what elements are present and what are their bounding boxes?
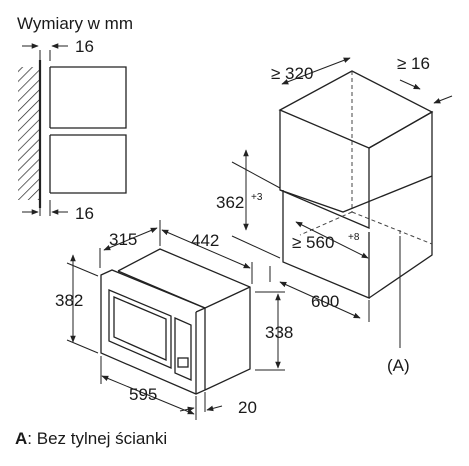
front-width-arrow xyxy=(101,375,195,415)
svg-text:A: Bez tylnej ścianki: A: Bez tylnej ścianki xyxy=(15,429,167,448)
front-depth-label: 20 xyxy=(238,398,257,417)
oven-body-width-arrow xyxy=(161,229,251,269)
control-panel xyxy=(174,317,192,381)
oven-depth-arrow xyxy=(103,227,158,251)
front-width-label: 595 xyxy=(129,385,157,404)
drawing-title: Wymiary w mm xyxy=(17,14,133,33)
cabinet-front-upper xyxy=(279,110,370,229)
oven-body-width-label: 442 xyxy=(191,231,219,250)
depth-arrow xyxy=(281,57,351,85)
cabinet-width-label: 600 xyxy=(311,292,339,311)
oven-front xyxy=(100,269,206,395)
footnote-key: A xyxy=(15,429,27,448)
oven-height-label: 382 xyxy=(55,291,83,310)
lower-cabinet xyxy=(50,134,127,194)
niche-width-label: ≥ 560 xyxy=(292,233,334,252)
niche-width-sup: +8 xyxy=(348,232,360,243)
wall-hatch xyxy=(18,67,40,200)
cabinet-view: ≥ 320 ≥ 16 362 +3 ≥ 560 +8 600 (A) xyxy=(216,54,453,375)
oven-view: 315 442 382 338 595 20 xyxy=(55,220,293,420)
oven-body-height-label: 338 xyxy=(265,323,293,342)
bottom-gap-label: 16 xyxy=(75,204,94,223)
niche-height-sup: +3 xyxy=(251,192,263,203)
cabinet-front-lower xyxy=(282,190,370,299)
oven-depth-label: 315 xyxy=(109,230,137,249)
footnote-text: : Bez tylnej ścianki xyxy=(27,429,167,448)
depth-min-label: ≥ 320 xyxy=(271,64,313,83)
niche-height-label: 362 xyxy=(216,193,244,212)
oven-door xyxy=(108,289,172,369)
top-gap-label: 16 xyxy=(75,37,94,56)
footnote: A: Bez tylnej ścianki xyxy=(15,429,167,448)
cabinet-width-arrow xyxy=(279,281,361,319)
back-label: (A) xyxy=(387,356,410,375)
side-gap-label: ≥ 16 xyxy=(397,54,430,73)
display xyxy=(177,357,189,368)
upper-cabinet xyxy=(50,66,127,129)
side-view: 16 16 xyxy=(18,37,127,223)
